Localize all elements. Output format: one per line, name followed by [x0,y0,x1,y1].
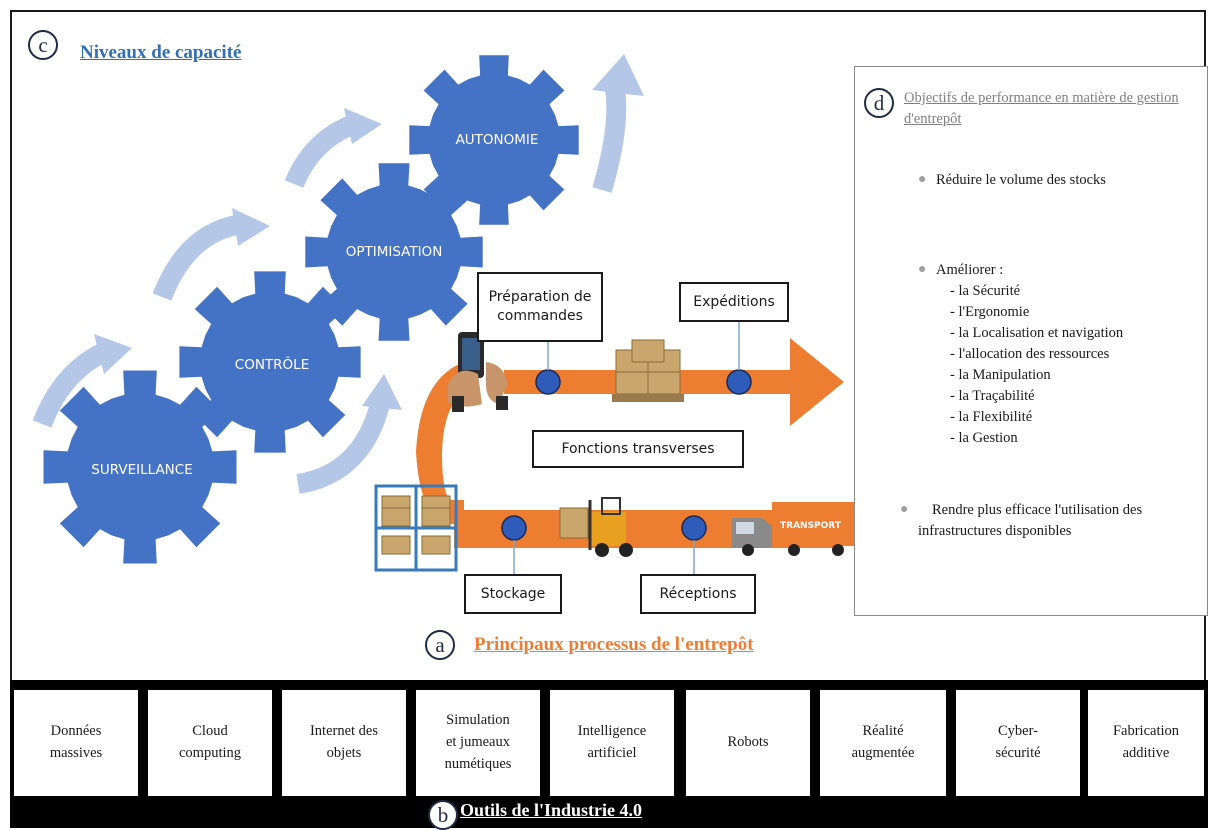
forklift-icon [559,497,633,557]
objective-ameliorer-item: - la Flexibilité [950,409,1033,426]
gear-surveillance [43,370,237,564]
capacity-arrow-5 [296,374,402,494]
capacity-gears [43,55,579,564]
processes-title: Principaux processus de l'entrepôt [474,634,754,655]
objective-stocks-text: Réduire le volume des stocks [936,172,1106,188]
tool-item: Données massives [14,690,138,796]
marker-c: c [28,30,58,60]
process-fonctions-transverses: Fonctions transverses [532,430,744,468]
objectives-title: Objectifs de performance en matière de g… [904,90,1179,127]
gear-controle [179,271,361,453]
objectives-panel [854,66,1208,616]
gear-label-autonomie: AUTONOMIE [455,132,539,148]
objective-ameliorer-item: - la Sécurité [950,283,1021,300]
tool-item: Simulation et jumeaux numétiques [416,690,540,796]
node-preparation [535,369,561,395]
gear-label-controle: CONTRÔLE [234,357,310,373]
warehouse-rack-icon [374,484,458,572]
gear-label-optimisation: OPTIMISATION [345,244,443,260]
process-receptions: Réceptions [640,574,756,614]
capacity-arrow-2 [152,208,270,301]
bullet-icon: ● [900,502,909,517]
capacity-arrow-3 [284,108,382,189]
truck-icon: TRANSPORT [732,502,856,556]
objective-ameliorer-list: - la Sécurité - l'Ergonomie - la Localisat… [936,281,1176,449]
process-stockage: Stockage [464,574,562,614]
marker-d: d [864,88,894,118]
objective-ameliorer-item: - la Traçabilité [950,388,1035,405]
gear-optimisation [305,163,483,341]
capacity-arrows [32,54,644,494]
tool-item: Intelligence artificiel [550,690,674,796]
capacity-title: Niveaux de capacité [80,42,242,63]
tool-item: Cloud computing [148,690,272,796]
flow-curve [416,360,478,524]
capacity-arrow-1 [32,334,132,428]
gear-label-surveillance: SURVEILLANCE [91,462,193,478]
marker-a: a [425,630,455,660]
capacity-arrow-4 [592,54,644,193]
pallet-boxes-icon [612,339,684,402]
objective-ameliorer-item: - l'Ergonomie [950,304,1030,321]
node-receptions [681,515,707,541]
process-preparation-commandes: Préparation de commandes [477,272,603,342]
objective-infrastructures-text: Rendre plus efficace l'utilisation des i… [918,502,1143,540]
node-expeditions [726,369,752,395]
tools-title: Outils de l'Industrie 4.0 [460,800,643,820]
tool-item: Réalité augmentée [820,690,946,796]
objective-ameliorer-item: - la Localisation et navigation [950,325,1124,342]
tool-item: Fabrication additive [1088,690,1204,796]
gear-autonomie [409,55,579,225]
tablet-hand-icon [448,332,508,412]
marker-b: b [428,800,458,830]
tool-item: Internet des objets [282,690,406,796]
objective-ameliorer-head: Améliorer : [936,262,1004,278]
objective-ameliorer: ● Améliorer : - la Sécurité - l'Ergonomie… [918,260,1176,449]
process-flow: TRANSPORT [374,312,856,574]
objective-infrastructures: ● Rendre plus efficace l'utilisation des… [900,500,1188,542]
objective-ameliorer-item: - la Manipulation [950,367,1051,384]
process-expeditions: Expéditions [679,282,789,322]
tool-item: Cyber- sécurité [956,690,1080,796]
bullet-icon: ● [918,172,927,187]
truck-label: TRANSPORT [780,521,842,531]
node-stockage [501,515,527,541]
objective-stocks: ● Réduire le volume des stocks [918,170,1136,191]
bullet-icon: ● [918,262,927,277]
tool-item: Robots [686,690,810,796]
diagram-canvas: TRANSPORT [32,54,856,574]
objective-ameliorer-item: - l'allocation des ressources [950,346,1110,363]
objective-ameliorer-item: - la Gestion [950,430,1018,447]
